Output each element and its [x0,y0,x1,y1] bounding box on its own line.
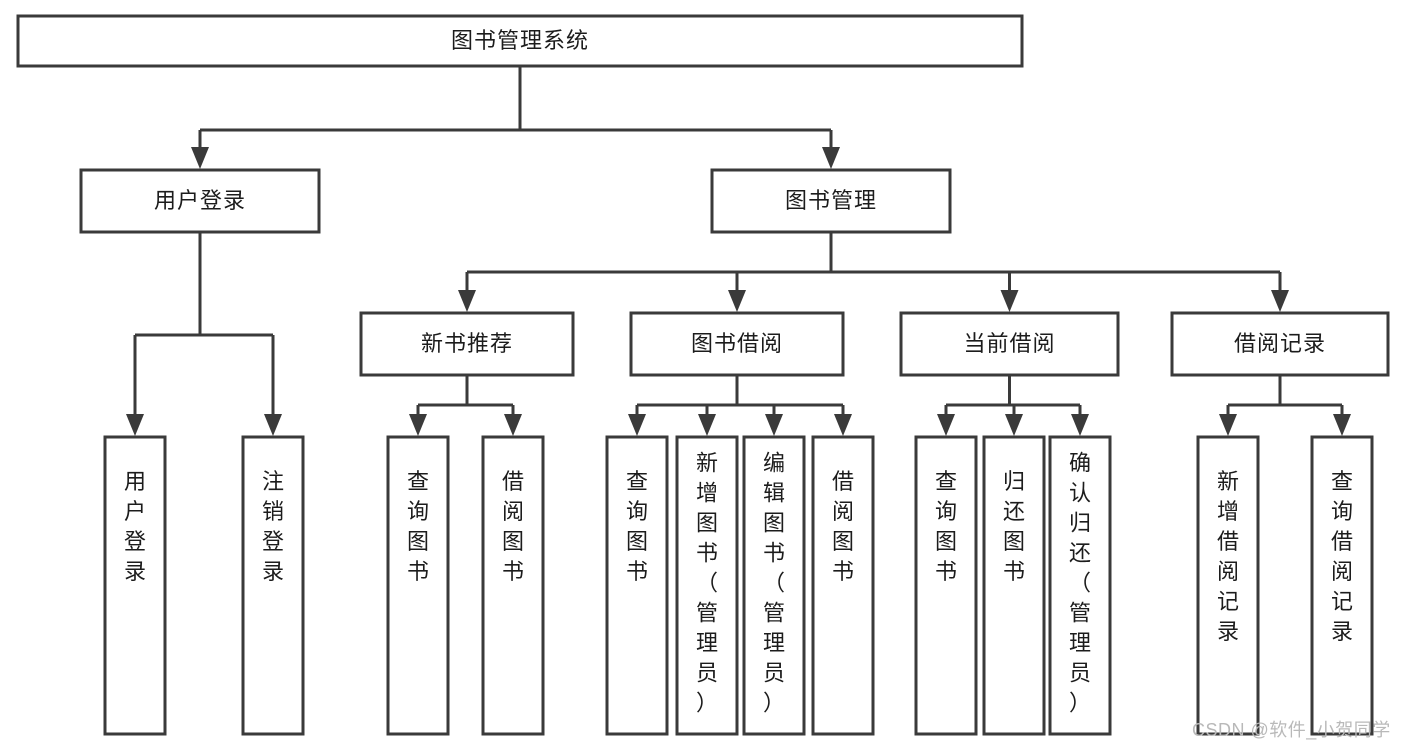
node-book-manage[interactable]: 图书管理 [710,168,952,234]
node-box-leaf-add-record[interactable] [1196,435,1260,736]
arrow-head-icon [937,414,955,436]
node-label-leaf-query-book-3: 查询图书 [935,469,957,584]
node-label-leaf-user-logout: 注销登录 [262,469,284,584]
node-box-book-borrow[interactable] [629,311,845,377]
connector-group-borrow-record [1219,375,1351,436]
node-box-leaf-query-record[interactable] [1310,435,1374,736]
node-label-root: 图书管理系统 [451,28,589,53]
node-leaf-query-book-2[interactable]: 查询图书 [605,435,669,736]
node-box-leaf-user-logout[interactable] [241,435,305,736]
node-new-book-rec[interactable]: 新书推荐 [359,311,575,377]
node-leaf-add-record[interactable]: 新增借阅记录 [1196,435,1260,736]
node-box-leaf-user-login[interactable] [103,435,167,736]
node-user-login[interactable]: 用户登录 [79,168,321,234]
arrow-head-icon [822,147,840,169]
connector-layer [126,66,1351,436]
node-leaf-query-book-1[interactable]: 查询图书 [386,435,450,736]
node-box-leaf-borrow-book-2[interactable] [811,435,875,736]
node-box-leaf-query-book-2[interactable] [605,435,669,736]
arrow-head-icon [1005,414,1023,436]
node-leaf-user-logout[interactable]: 注销登录 [241,435,305,736]
arrow-head-icon [504,414,522,436]
arrow-head-icon [765,414,783,436]
node-box-book-manage[interactable] [710,168,952,234]
node-label-borrow-record: 借阅记录 [1234,331,1326,356]
node-label-new-book-rec: 新书推荐 [421,331,513,356]
node-leaf-user-login[interactable]: 用户登录 [103,435,167,736]
node-box-leaf-edit-book[interactable] [742,435,806,736]
csdn-watermark: CSDN @软件_小贺同学 [1192,720,1391,740]
arrow-head-icon [834,414,852,436]
node-box-leaf-borrow-book-1[interactable] [481,435,545,736]
arrow-head-icon [264,414,282,436]
node-label-book-borrow: 图书借阅 [691,331,783,356]
node-borrow-record[interactable]: 借阅记录 [1170,311,1390,377]
node-label-leaf-return-book: 归还图书 [1003,469,1025,584]
arrow-head-icon [728,290,746,312]
node-label-leaf-borrow-book-2: 借阅图书 [832,469,854,584]
node-box-leaf-confirm-return[interactable] [1048,435,1112,736]
node-box-leaf-query-book-3[interactable] [914,435,978,736]
node-leaf-query-book-3[interactable]: 查询图书 [914,435,978,736]
arrow-head-icon [1219,414,1237,436]
node-label-leaf-query-book-2: 查询图书 [626,469,648,584]
connector-group-root [191,66,840,169]
node-box-new-book-rec[interactable] [359,311,575,377]
arrow-head-icon [1333,414,1351,436]
node-current-borrow[interactable]: 当前借阅 [899,311,1120,377]
connector-group-user-login [126,232,282,436]
node-box-root[interactable] [16,14,1024,68]
connector-group-new-book-rec [409,375,522,436]
node-label-leaf-query-book-1: 查询图书 [407,469,429,584]
node-label-leaf-add-record: 新增借阅记录 [1217,469,1239,644]
node-box-user-login[interactable] [79,168,321,234]
node-label-current-borrow: 当前借阅 [963,331,1055,356]
node-box-current-borrow[interactable] [899,311,1120,377]
node-leaf-return-book[interactable]: 归还图书 [982,435,1046,736]
node-label-leaf-confirm-return: 确认归还（管理员） [1069,450,1091,715]
node-label-leaf-edit-book: 编辑图书（管理员） [763,450,785,715]
node-box-leaf-add-book[interactable] [675,435,739,736]
node-label-leaf-add-book: 新增图书（管理员） [696,450,718,715]
node-label-user-login: 用户登录 [154,188,246,213]
arrow-head-icon [698,414,716,436]
node-leaf-borrow-book-1[interactable]: 借阅图书 [481,435,545,736]
node-leaf-edit-book[interactable]: 编辑图书（管理员） [742,435,806,736]
arrow-head-icon [1071,414,1089,436]
node-root[interactable]: 图书管理系统 [16,14,1024,68]
arrow-head-icon [126,414,144,436]
node-label-leaf-query-record: 查询借阅记录 [1331,469,1353,644]
arrow-head-icon [458,290,476,312]
node-box-borrow-record[interactable] [1170,311,1390,377]
arrow-head-icon [1271,290,1289,312]
node-leaf-confirm-return[interactable]: 确认归还（管理员） [1048,435,1112,736]
node-label-book-manage: 图书管理 [785,188,877,213]
arrow-head-icon [628,414,646,436]
arrow-head-icon [191,147,209,169]
node-label-leaf-borrow-book-1: 借阅图书 [502,469,524,584]
node-label-leaf-user-login: 用户登录 [124,469,146,584]
connector-group-book-borrow [628,375,852,436]
arrow-head-icon [409,414,427,436]
arrow-head-icon [1000,290,1019,312]
node-book-borrow[interactable]: 图书借阅 [629,311,845,377]
node-leaf-add-book[interactable]: 新增图书（管理员） [675,435,739,736]
node-layer: 图书管理系统用户登录图书管理新书推荐图书借阅当前借阅借阅记录用户登录注销登录查询… [16,14,1390,736]
node-leaf-borrow-book-2[interactable]: 借阅图书 [811,435,875,736]
connector-group-book-manage [458,232,1289,312]
node-leaf-query-record[interactable]: 查询借阅记录 [1310,435,1374,736]
node-box-leaf-return-book[interactable] [982,435,1046,736]
connector-group-current-borrow [937,375,1089,436]
node-box-leaf-query-book-1[interactable] [386,435,450,736]
